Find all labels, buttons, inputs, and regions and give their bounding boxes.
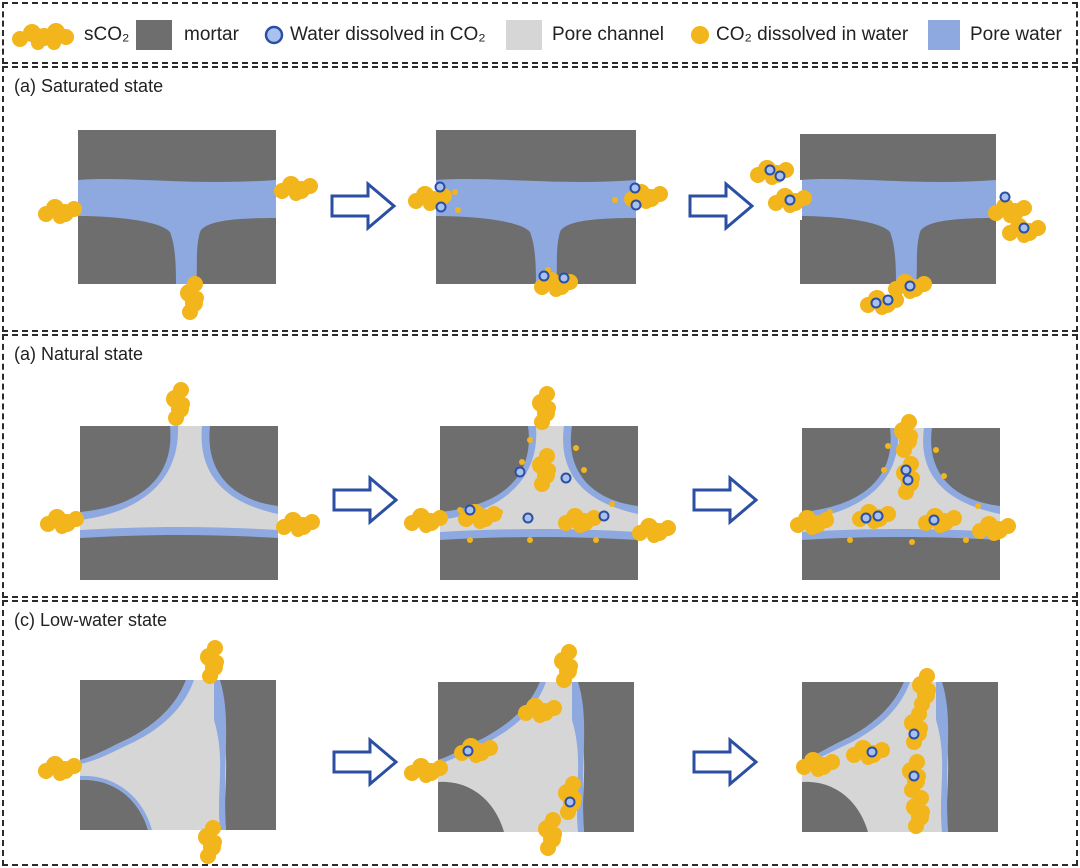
- sco2-blob-icon: [12, 23, 74, 50]
- panel-c-title: (c) Low-water state: [14, 610, 168, 630]
- legend-box: sCO₂ mortar Water dissolved in CO₂ Pore …: [2, 2, 1078, 64]
- legend-pore-water-label: Pore water: [970, 24, 1062, 45]
- mortar-swatch: [136, 20, 172, 50]
- panel-saturated-state: (a) Saturated state: [2, 66, 1078, 332]
- process-arrow-c2: [692, 738, 758, 786]
- legend-pore-channel: Pore channel: [506, 4, 664, 66]
- panel-a-stage-2: [408, 130, 668, 297]
- panel-b-stage-2: [404, 386, 676, 580]
- panel-c-stage-2: [404, 644, 634, 856]
- pore-water-swatch: [928, 20, 960, 50]
- legend-pore-water: Pore water: [928, 4, 1062, 66]
- pore-channel-swatch: [506, 20, 542, 50]
- panel-a-title: (a) Saturated state: [14, 76, 164, 96]
- legend-pore-channel-label: Pore channel: [552, 24, 664, 45]
- legend-water-in-co2: Water dissolved in CO₂: [262, 4, 486, 66]
- legend-mortar: mortar: [136, 4, 239, 66]
- panel-a-stage-1: [38, 130, 318, 320]
- panel-b-stage-1: [40, 382, 320, 580]
- legend-co2-in-water: CO₂ dissolved in water: [688, 4, 908, 66]
- panel-c-stage-3: [796, 668, 998, 834]
- legend-water-in-co2-label: Water dissolved in CO₂: [290, 24, 486, 45]
- panel-a-stage-3: [750, 134, 1046, 315]
- process-arrow-a2: [688, 182, 754, 230]
- panel-b-title: (a) Natural state: [14, 344, 144, 364]
- process-arrow-c1: [332, 738, 398, 786]
- panel-low-water-state: (c) Low-water state: [2, 600, 1078, 866]
- panel-natural-state: (a) Natural state: [2, 334, 1078, 598]
- process-arrow-a1: [330, 182, 396, 230]
- legend-co2-in-water-label: CO₂ dissolved in water: [716, 24, 909, 45]
- panel-c-stage-1: [38, 640, 276, 864]
- panel-b-stage-3: [790, 414, 1016, 580]
- process-arrow-b2: [692, 476, 758, 524]
- process-arrow-b1: [332, 476, 398, 524]
- legend-sco2: sCO₂: [10, 4, 129, 66]
- water-in-co2-icon: [264, 25, 284, 45]
- legend-sco2-label: sCO₂: [84, 24, 130, 45]
- legend-mortar-label: mortar: [184, 24, 239, 45]
- co2-in-water-icon: [691, 26, 709, 44]
